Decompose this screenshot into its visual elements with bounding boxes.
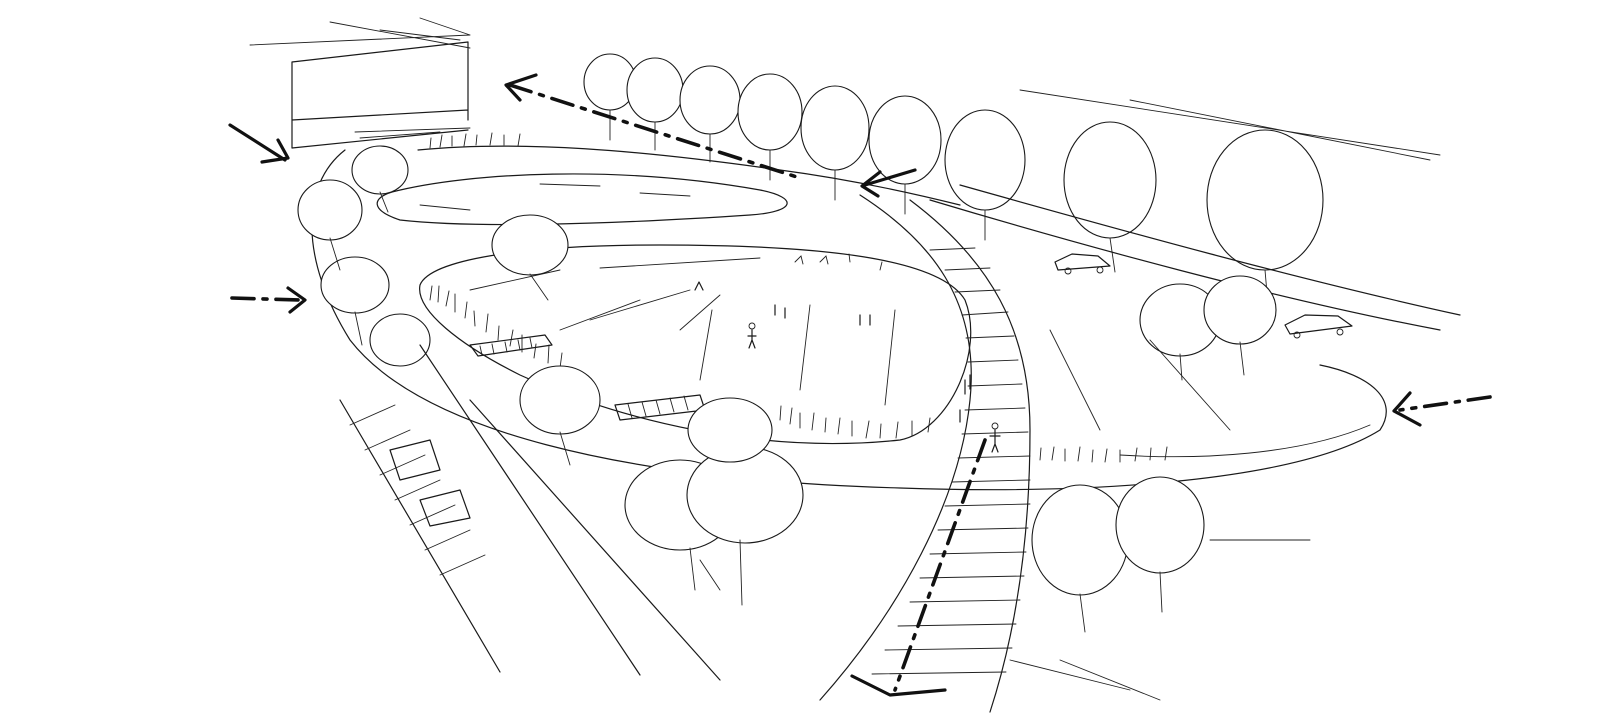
arrow-top-left xyxy=(228,123,290,164)
tree-row-back xyxy=(583,53,1324,306)
upper-pond xyxy=(376,173,788,226)
arrow-top-diagonal xyxy=(504,73,802,180)
tree-group-right xyxy=(1031,275,1277,633)
arrow-right xyxy=(1392,391,1492,427)
arrow-top-center xyxy=(860,168,917,198)
inner-arrows xyxy=(559,253,1231,431)
people xyxy=(694,281,1001,453)
arrow-boardwalk-down xyxy=(850,438,987,697)
ground-lines xyxy=(1009,539,1311,701)
tree-group-left xyxy=(297,145,601,466)
building-frame xyxy=(249,17,471,149)
inner-pond xyxy=(419,244,972,445)
arrow-left xyxy=(230,286,307,314)
boardwalk-steps xyxy=(819,194,1031,713)
road xyxy=(929,89,1461,331)
cars xyxy=(1054,253,1353,339)
tree-group-center xyxy=(624,397,804,606)
reeds xyxy=(429,132,1168,463)
parking-area xyxy=(339,344,721,681)
